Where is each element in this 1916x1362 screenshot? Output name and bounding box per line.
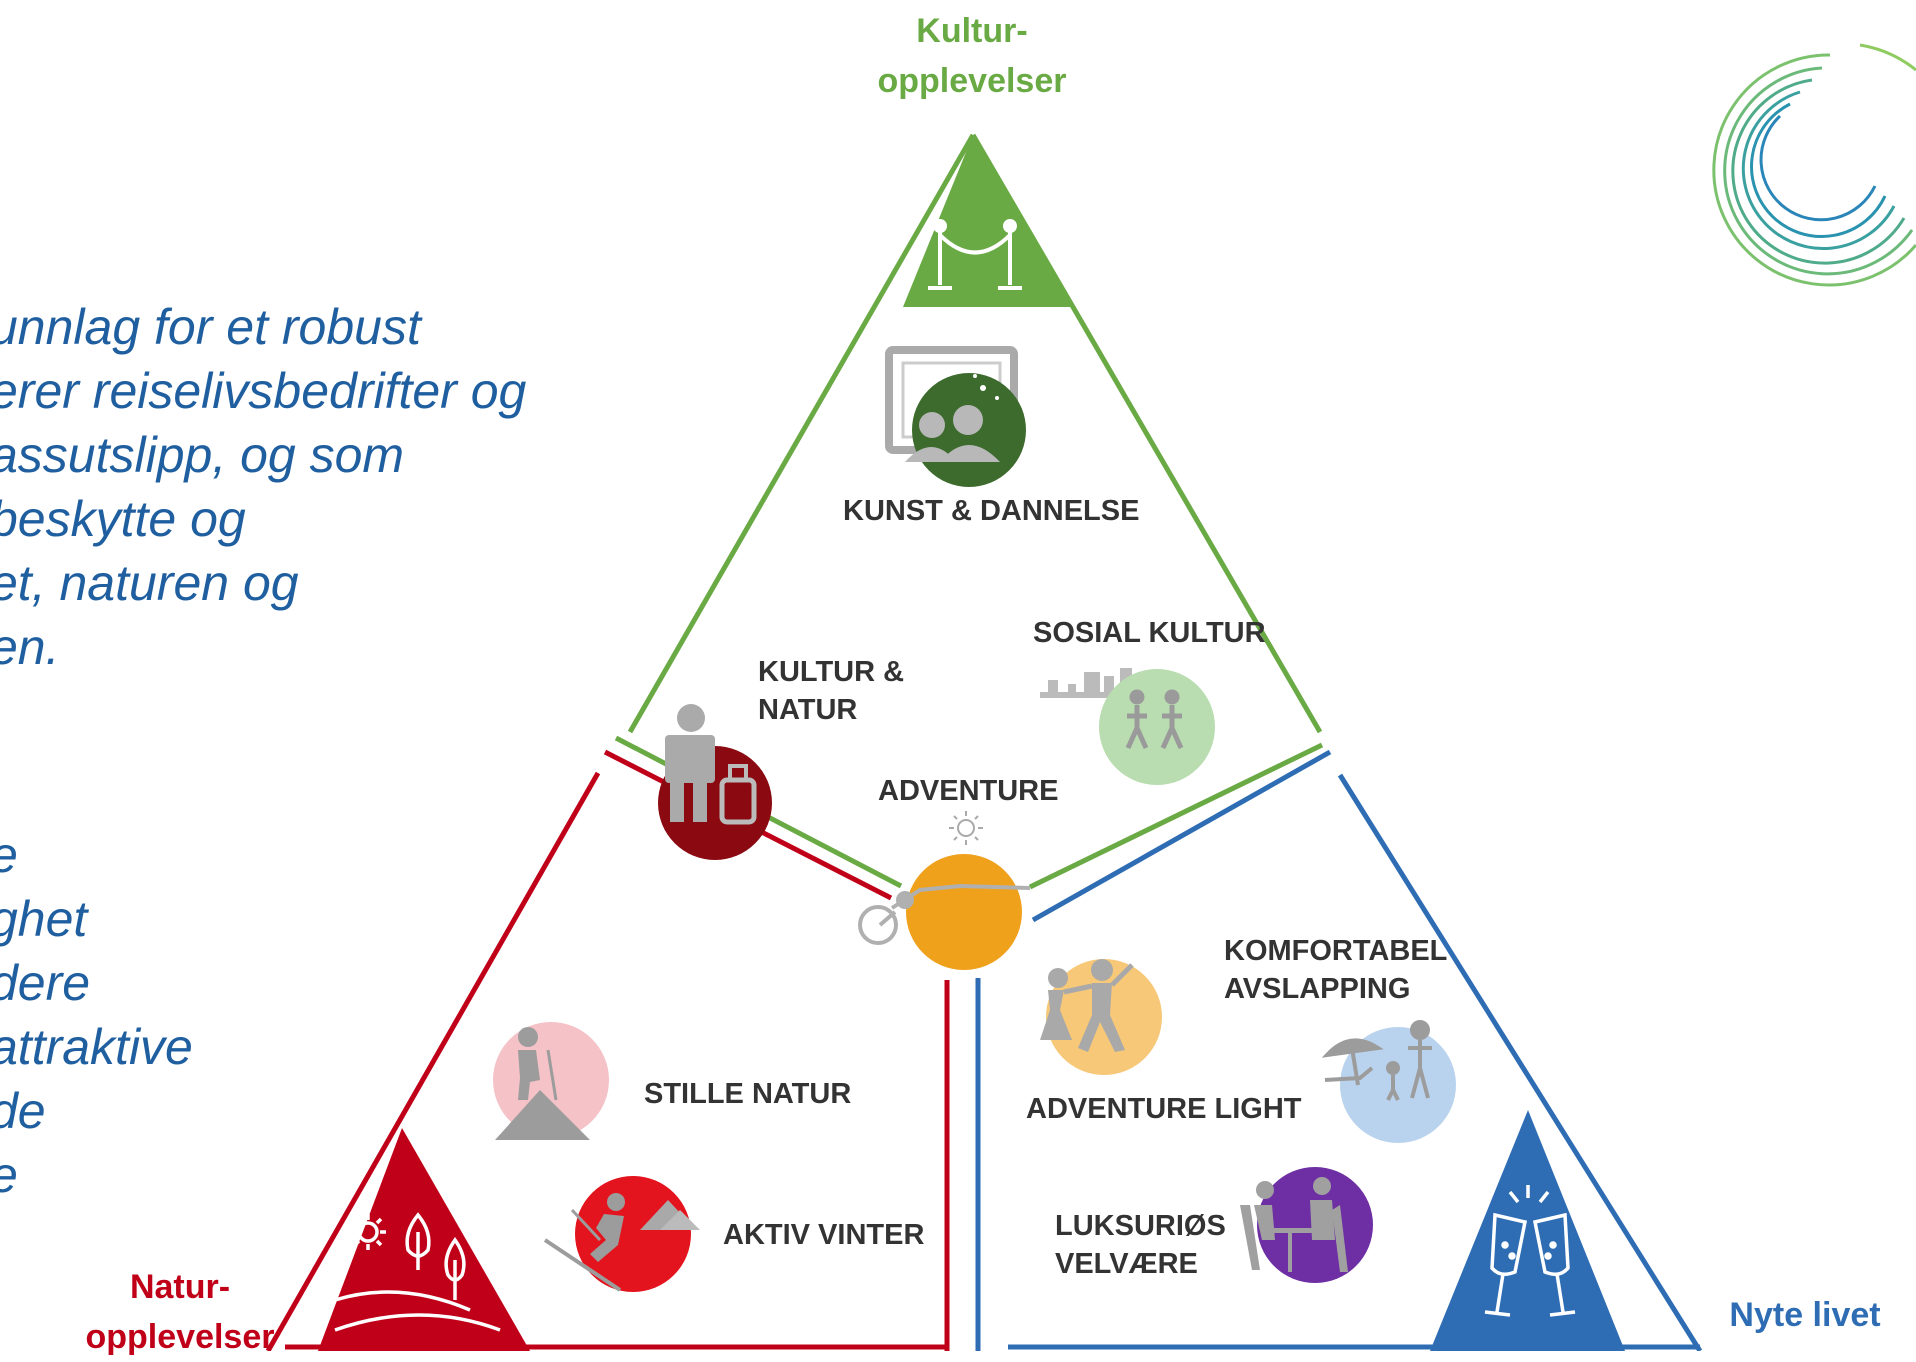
second-paragraph: e ghet dere attraktive de e [0, 823, 193, 1207]
intro-line: et, naturen og [0, 555, 299, 611]
sun-icon [949, 811, 983, 845]
intro-line: unnlag for et robust [0, 299, 421, 355]
intro-line: erer reiselivsbedrifter og [0, 363, 527, 419]
beach-umbrella-icon [1321, 1020, 1432, 1101]
label-kultur-natur: KULTUR & NATUR [758, 653, 904, 729]
bottom-left-corner-line: Natur- [129, 1268, 231, 1306]
komfortabel-avslapping-circle [1340, 1027, 1456, 1143]
label-aktiv-vinter: AKTIV VINTER [723, 1219, 925, 1251]
label-adventure-light: ADVENTURE LIGHT [1026, 1093, 1302, 1125]
cyclist-icon [858, 883, 1031, 945]
bottom-left-corner-line: opplevelser [85, 1318, 275, 1356]
stanchion-icon [928, 219, 1022, 290]
label-luksurios-velvaere: LUKSURIØS VELVÆRE [1055, 1207, 1226, 1283]
traveler-icon [665, 704, 757, 825]
label-komfortabel-line: KOMFORTABEL [1224, 935, 1448, 967]
adventure-circle [906, 854, 1022, 970]
second-line: attraktive [0, 1019, 193, 1075]
dining-icon [1240, 1177, 1348, 1272]
hiker-icon [495, 1027, 590, 1140]
label-sosial-kultur: SOSIAL KULTUR [1033, 617, 1266, 649]
intro-line: assutslipp, og som [0, 427, 405, 483]
bottom-right-corner-label: Nyte livet [1705, 1290, 1905, 1340]
label-stille-natur: STILLE NATUR [644, 1078, 852, 1110]
intro-line: en. [0, 619, 60, 675]
label-komfortabel-line: AVSLAPPING [1224, 973, 1411, 1005]
walking-people-icon [1125, 689, 1184, 750]
intro-line: beskytte og [0, 491, 246, 547]
sparkle-icon [973, 374, 999, 400]
champagne-glasses-icon [1484, 1185, 1576, 1317]
label-luksurios-line: VELVÆRE [1055, 1248, 1198, 1280]
label-kultur-natur-line: KULTUR & [758, 656, 905, 688]
sosial-kultur-circle [1099, 669, 1215, 785]
bottom-left-corner-triangle [318, 1128, 530, 1351]
label-kunst-dannelse: KUNST & DANNELSE [843, 495, 1140, 527]
top-corner-line: opplevelser [877, 62, 1067, 100]
second-line: e [0, 1143, 193, 1207]
bottom-right-corner-triangle [1430, 1110, 1625, 1351]
second-line: de [0, 1083, 46, 1139]
top-corner-triangle [903, 135, 1073, 307]
second-line: e [0, 823, 193, 887]
top-corner-label: Kultur- opplevelser [857, 6, 1087, 106]
label-kultur-natur-line: NATUR [758, 694, 858, 726]
top-corner-line: Kultur- [916, 12, 1028, 50]
bottom-left-corner-label: Natur- opplevelser [60, 1262, 300, 1362]
swirl-logo-icon [1712, 43, 1916, 287]
label-komfortabel-avslapping: KOMFORTABEL AVSLAPPING [1224, 932, 1447, 1008]
second-line: dere [0, 955, 91, 1011]
tree-landscape-icon [334, 1212, 501, 1332]
bottom-right-corner-line: Nyte livet [1729, 1296, 1881, 1334]
second-line: ghet [0, 891, 88, 947]
people-silhouette-icon [905, 405, 1000, 462]
label-adventure: ADVENTURE [878, 775, 1059, 807]
dancing-couple-icon [1040, 959, 1134, 1052]
label-luksurios-line: LUKSURIØS [1055, 1210, 1226, 1242]
skier-icon [543, 1193, 700, 1292]
aktiv-vinter-circle [575, 1176, 691, 1292]
intro-paragraph: unnlag for et robust erer reiselivsbedri… [0, 295, 526, 679]
